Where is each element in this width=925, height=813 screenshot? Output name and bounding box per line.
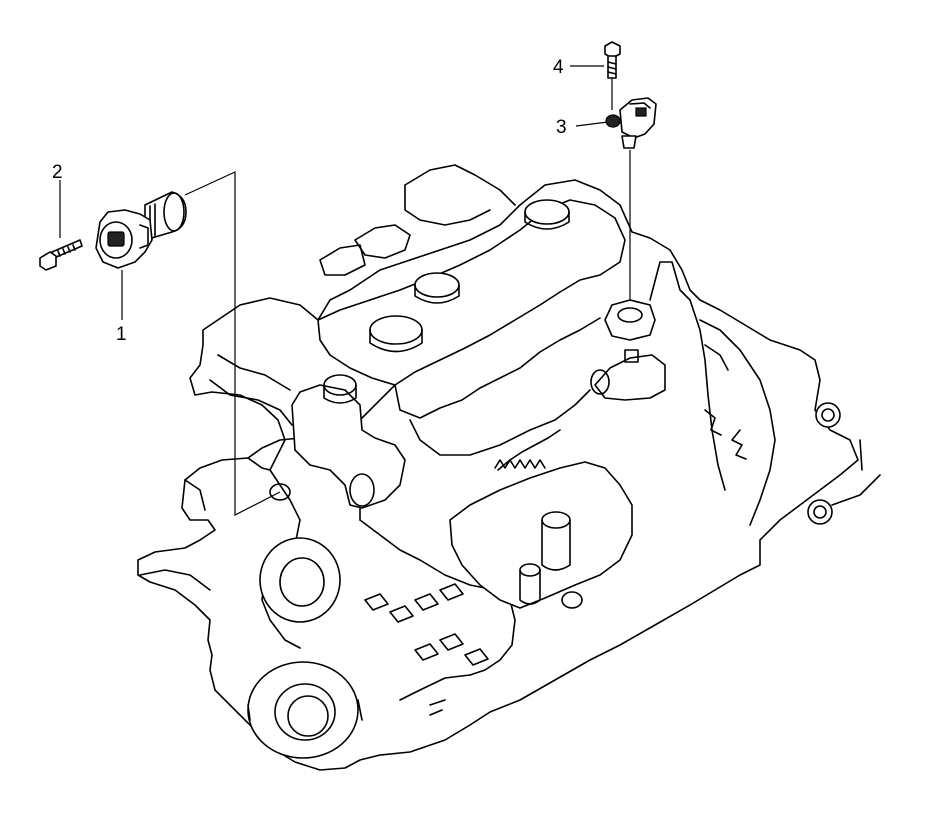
bolt-part-2 xyxy=(39,239,83,271)
callout-2: 2 xyxy=(52,162,63,183)
filler-cap-3 xyxy=(369,315,423,345)
bolt-part-4 xyxy=(604,41,621,79)
callout-3: 3 xyxy=(556,117,567,138)
filler-cap-1 xyxy=(524,199,570,225)
mount-bolt-upper xyxy=(815,402,841,428)
engine-block xyxy=(137,164,881,771)
crank-pulley xyxy=(247,661,359,759)
callout-4: 4 xyxy=(553,57,564,78)
filler-cap-2 xyxy=(414,272,460,298)
mount-bolt-lower xyxy=(807,499,833,525)
crank-sensor-part-1 xyxy=(95,191,187,269)
cam-sensor-part-3 xyxy=(605,97,657,149)
callouts: 1 2 3 4 xyxy=(52,57,567,345)
callout-1: 1 xyxy=(116,324,127,345)
leader-lines xyxy=(59,65,631,516)
water-pump xyxy=(259,537,341,623)
